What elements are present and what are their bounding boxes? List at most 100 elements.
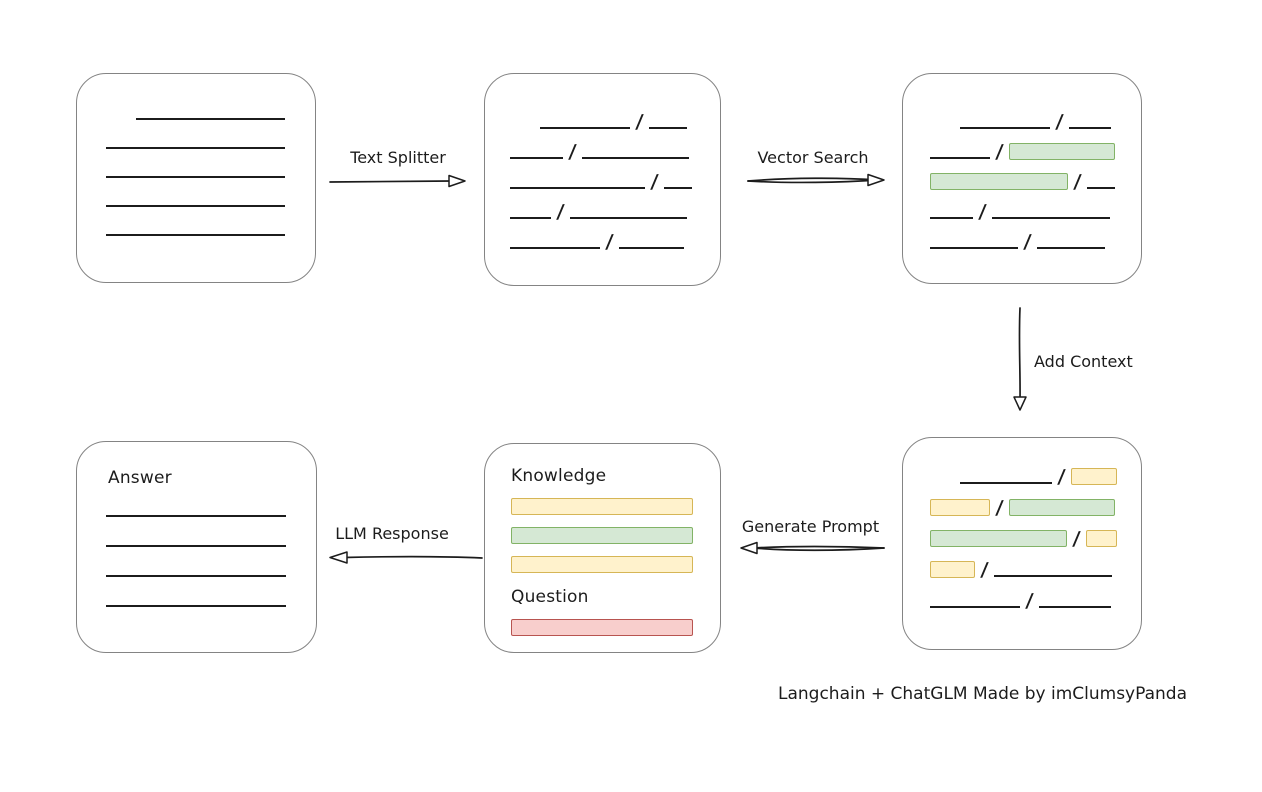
generate-prompt-label: Generate Prompt — [741, 517, 880, 536]
slash-separator: / — [977, 200, 988, 223]
text-line — [106, 575, 286, 577]
vector-search-arrow-right-icon — [747, 173, 885, 187]
attribution-caption: Langchain + ChatGLM Made by imClumsyPand… — [778, 684, 1187, 704]
add-context-label: Add Context — [1034, 352, 1133, 371]
text-line — [930, 247, 1018, 249]
text-fragment-row: / — [930, 492, 1117, 519]
text-fragment-row: / — [930, 585, 1117, 612]
answer-heading: Answer — [108, 468, 172, 488]
text-line — [930, 157, 990, 159]
text-line — [1036, 247, 1105, 249]
answer-lines — [106, 515, 316, 607]
text-line — [1086, 187, 1115, 189]
context-document-rows: / / / / / — [930, 461, 1117, 612]
yellow-bar — [511, 556, 693, 573]
text-fragment-row: / — [930, 196, 1117, 223]
text-line — [540, 127, 630, 129]
text-fragment-row: / — [510, 196, 696, 223]
answer-box: Answer — [76, 441, 317, 653]
text-fragment-row: / — [510, 226, 696, 253]
slash-separator: / — [1056, 465, 1066, 488]
slash-separator: / — [1054, 110, 1065, 133]
source-document-box — [76, 73, 316, 283]
text-line — [960, 482, 1052, 484]
knowledge-bars — [511, 498, 720, 573]
slash-separator: / — [1022, 230, 1033, 253]
vector-match-document-box: / / / / / — [902, 73, 1142, 284]
llm-response-label: LLM Response — [335, 524, 449, 543]
text-line — [106, 545, 286, 547]
generate-prompt-arrow-left-icon — [740, 541, 885, 555]
slash-separator: / — [567, 140, 578, 163]
slash-separator: / — [1024, 589, 1035, 612]
text-line — [930, 217, 973, 219]
yellow-chunk-chip — [1086, 530, 1117, 547]
yellow-chunk-chip — [1070, 468, 1117, 485]
llm-response-arrow-left-icon — [329, 551, 483, 564]
text-line — [993, 575, 1112, 577]
text-line — [569, 217, 687, 219]
text-line — [663, 187, 692, 189]
add-context-arrow-down-icon — [1013, 307, 1027, 411]
text-line — [106, 147, 285, 149]
text-fragment-row: / — [930, 523, 1117, 550]
slash-separator: / — [1072, 527, 1082, 550]
text-line — [510, 187, 645, 189]
text-line — [618, 247, 684, 249]
green-chunk-chip — [930, 173, 1068, 190]
slash-separator: / — [634, 110, 645, 133]
split-document-box: / / / / / — [484, 73, 721, 286]
vector-match-rows: / / / / / — [930, 106, 1117, 253]
text-line — [106, 605, 286, 607]
text-line — [106, 234, 285, 236]
yellow-chunk-chip — [930, 561, 975, 578]
text-splitter-label: Text Splitter — [350, 148, 446, 167]
yellow-bar — [511, 498, 693, 515]
slash-separator: / — [994, 140, 1005, 163]
text-fragment-row: / — [510, 136, 696, 163]
text-fragment-row: / — [930, 136, 1117, 163]
text-line — [510, 247, 600, 249]
text-fragment-row: / — [930, 554, 1117, 581]
split-document-rows: / / / / / — [510, 106, 696, 253]
knowledge-heading: Knowledge — [511, 466, 607, 486]
green-chunk-chip — [1008, 499, 1115, 516]
text-line — [510, 157, 563, 159]
yellow-chunk-chip — [930, 499, 990, 516]
slash-separator: / — [649, 170, 660, 193]
text-line — [1068, 127, 1111, 129]
text-fragment-row: / — [960, 461, 1117, 488]
slash-separator: / — [604, 230, 615, 253]
red-bar — [511, 619, 693, 636]
green-chunk-chip — [930, 530, 1068, 547]
question-bars — [511, 619, 720, 636]
text-line — [106, 205, 285, 207]
prompt-box: Knowledge Question — [484, 443, 721, 653]
text-line — [960, 127, 1050, 129]
vector-search-label: Vector Search — [757, 148, 869, 167]
question-heading: Question — [511, 587, 589, 607]
text-splitter-arrow-right-icon — [329, 174, 466, 188]
text-fragment-row: / — [930, 166, 1117, 193]
slash-separator: / — [555, 200, 566, 223]
slash-separator: / — [979, 558, 990, 581]
text-line — [930, 606, 1020, 608]
slash-separator: / — [994, 496, 1005, 519]
source-document-lines — [106, 118, 315, 236]
slash-separator: / — [1072, 170, 1083, 193]
text-line — [581, 157, 689, 159]
text-fragment-row: / — [930, 226, 1117, 253]
green-bar — [511, 527, 693, 544]
text-line — [106, 176, 285, 178]
text-fragment-row: / — [960, 106, 1117, 133]
green-chunk-chip — [1008, 143, 1115, 160]
text-line — [136, 118, 285, 120]
text-fragment-row: / — [510, 166, 696, 193]
text-line — [648, 127, 687, 129]
text-line — [510, 217, 551, 219]
text-line — [991, 217, 1110, 219]
text-line — [1038, 606, 1111, 608]
text-fragment-row: / — [540, 106, 696, 133]
context-document-box: / / / / / — [902, 437, 1142, 650]
